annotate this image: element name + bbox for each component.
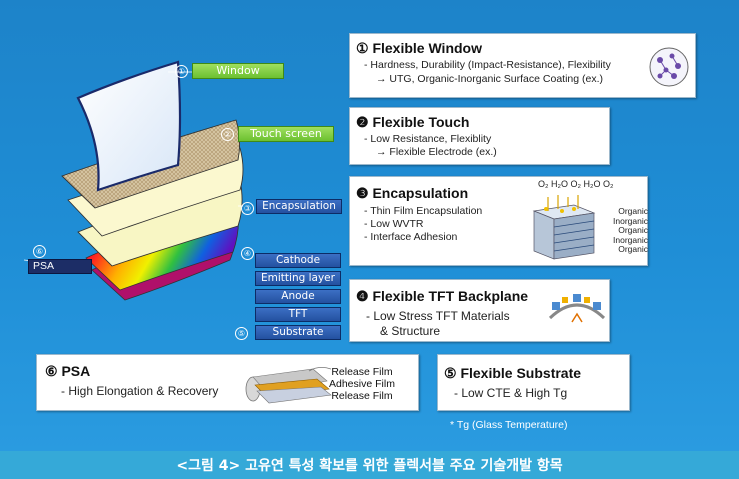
tft-backplane-line2: & Structure xyxy=(380,324,441,338)
psa-film-roll-icon xyxy=(245,367,332,404)
layer-stack-illustration xyxy=(61,60,244,301)
psa-number: ⑥ xyxy=(33,245,46,258)
encapsulation-title: ❸ Encapsulation xyxy=(356,185,469,201)
anode-label: Anode xyxy=(255,289,341,304)
stack-organic-2: Organic xyxy=(618,225,648,235)
release-film-top: Release Film xyxy=(331,366,393,378)
flexible-substrate-box: ⑤ Flexible Substrate - Low CTE & High Tg xyxy=(437,354,630,411)
oled-number: ④ xyxy=(241,247,254,260)
flexible-touch-box: ❷ Flexible Touch - Low Resistance, Flexi… xyxy=(349,107,610,165)
flexible-touch-title: ❷ Flexible Touch xyxy=(356,114,470,130)
touch-number: ② xyxy=(221,128,234,141)
tft-arc-icon xyxy=(548,294,606,323)
encapsulation-line3: - Interface Adhesion xyxy=(364,231,458,243)
encapsulation-line2: - Low WVTR xyxy=(364,218,424,230)
encapsulation-line1: - Thin Film Encapsulation xyxy=(364,205,483,217)
release-film-bottom: Release Film xyxy=(331,390,393,402)
substrate-number: ⑤ xyxy=(235,327,248,340)
encapsulation-stack-icon xyxy=(532,195,596,260)
flexible-touch-line1: - Low Resistance, Flexiblity xyxy=(364,133,492,145)
tft-label: TFT xyxy=(255,307,341,322)
tft-backplane-box: ❹ Flexible TFT Backplane - Low Stress TF… xyxy=(349,279,610,342)
window-layer xyxy=(76,60,182,192)
stack-inorganic-2: Inorganic xyxy=(613,234,648,245)
encapsulation-number: ③ xyxy=(241,202,254,215)
flexible-substrate-title: ⑤ Flexible Substrate xyxy=(444,365,582,381)
window-label: Window xyxy=(192,63,284,79)
emitting-layer-label: Emitting layer xyxy=(255,271,341,286)
flexible-window-line1: - Hardness, Durability (Impact-Resistanc… xyxy=(364,59,611,71)
flexible-window-title: ① Flexible Window xyxy=(356,40,482,56)
psa-title: ⑥ PSA xyxy=(45,363,91,379)
tft-backplane-line1: - Low Stress TFT Materials xyxy=(366,309,510,323)
stack-organic-1: Organic xyxy=(618,206,648,216)
molecules-text: O₂ H₂O O₂ H₂O O₂ xyxy=(538,179,614,189)
window-number: ① xyxy=(175,65,188,78)
figure-caption: <그림 4> 고유연 특성 확보를 위한 플렉서블 주요 기술개발 항목 xyxy=(0,451,739,479)
touch-screen-label: Touch screen xyxy=(238,126,334,142)
glass-temperature-footnote: * Tg (Glass Temperature) xyxy=(450,419,568,431)
psa-box: ⑥ PSA - High Elongation & Recovery Relea… xyxy=(36,354,419,411)
flexible-substrate-line1: - Low CTE & High Tg xyxy=(454,386,568,400)
flexible-touch-line2: → Flexible Electrode (ex.) xyxy=(376,146,497,158)
substrate-label: Substrate xyxy=(255,325,341,340)
psa-film-labels: Release Film Adhesive Film Release Film xyxy=(329,366,395,402)
flexible-window-box: ① Flexible Window - Hardness, Durability… xyxy=(349,33,696,98)
diagram-background: ① Window ② Touch screen ③ Encapsulation … xyxy=(0,0,739,451)
encapsulation-box: ❸ Encapsulation - Thin Film Encapsulatio… xyxy=(349,176,648,266)
adhesive-film: Adhesive Film xyxy=(329,378,395,390)
molecule-circle-icon xyxy=(649,47,689,87)
stack-inorganic-1: Inorganic xyxy=(613,215,648,226)
psa-line1: - High Elongation & Recovery xyxy=(61,384,219,398)
flexible-window-line2: → UTG, Organic-Inorganic Surface Coating… xyxy=(376,73,604,85)
encapsulation-label: Encapsulation xyxy=(256,199,342,214)
encapsulation-stack-legend: Organic Inorganic Organic Inorganic Orga… xyxy=(602,206,648,255)
tft-backplane-title: ❹ Flexible TFT Backplane xyxy=(356,288,529,304)
cathode-label: Cathode xyxy=(255,253,341,268)
stack-organic-3: Organic xyxy=(618,244,648,254)
psa-label: PSA xyxy=(28,259,92,274)
